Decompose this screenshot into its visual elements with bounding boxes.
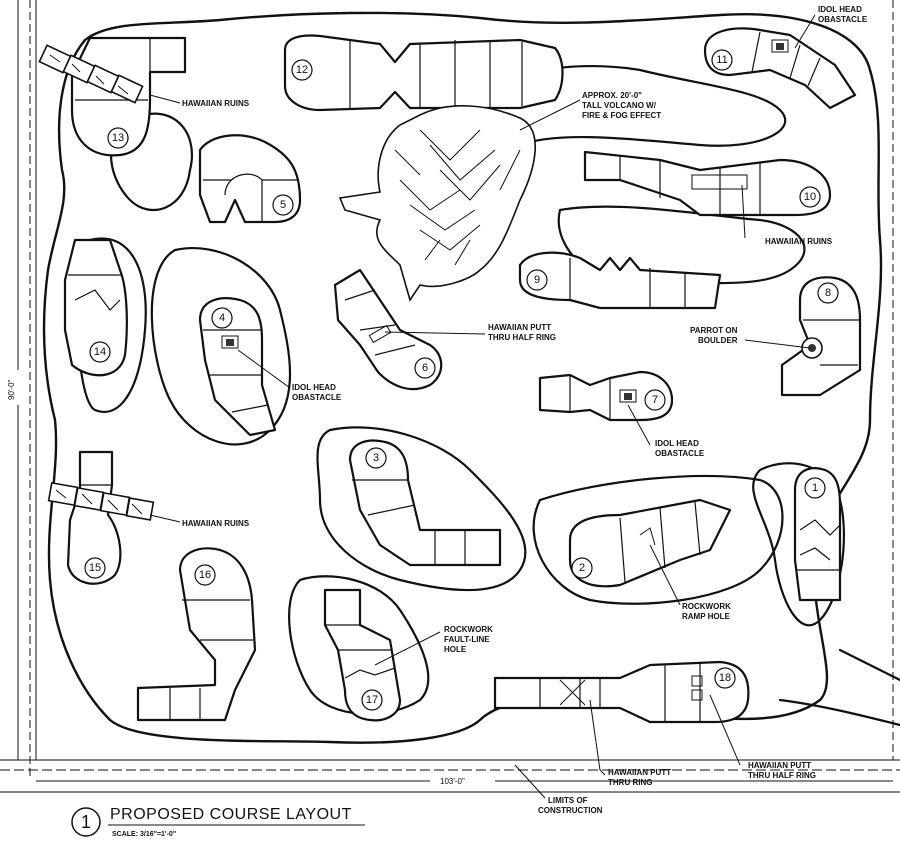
- hole-number: 6: [422, 362, 428, 374]
- svg-text:IDOL HEAD: IDOL HEAD: [655, 439, 699, 448]
- svg-text:HAWAIIAN RUINS: HAWAIIAN RUINS: [182, 519, 250, 528]
- hole-number: 11: [716, 54, 727, 66]
- hole-number: 13: [112, 132, 124, 144]
- page-title: PROPOSED COURSE LAYOUT: [110, 806, 352, 823]
- hole-number: 8: [825, 287, 831, 299]
- hole-2: 2: [568, 498, 732, 588]
- svg-text:IDOL HEAD: IDOL HEAD: [292, 383, 336, 392]
- svg-text:TALL VOLCANO W/: TALL VOLCANO W/: [582, 101, 657, 110]
- svg-text:LIMITS OF: LIMITS OF: [548, 796, 588, 805]
- ruins-15: [47, 481, 155, 521]
- ruins-13: [38, 44, 144, 104]
- hole-9: 9: [518, 251, 722, 310]
- svg-text:HAWAIIAN RUINS: HAWAIIAN RUINS: [182, 99, 250, 108]
- svg-text:OBASTACLE: OBASTACLE: [818, 15, 868, 24]
- callout-parrot: PARROT ON BOULDER: [690, 326, 738, 345]
- svg-text:CONSTRUCTION: CONSTRUCTION: [538, 806, 603, 815]
- svg-text:HAWAIIAN PUTT: HAWAIIAN PUTT: [748, 761, 811, 770]
- svg-text:90'-0": 90'-0": [7, 379, 16, 400]
- callout-rockwork-ramp: ROCKWORK RAMP HOLE: [682, 602, 731, 621]
- hole-15: 15: [66, 450, 122, 585]
- callout-ruins-10: HAWAIIAN RUINS: [765, 237, 833, 246]
- callout-volcano: APPROX. 20'-0" TALL VOLCANO W/ FIRE & FO…: [582, 91, 661, 120]
- svg-text:HAWAIIAN PUTT: HAWAIIAN PUTT: [608, 768, 671, 777]
- callout-idol-head-4: IDOL HEAD OBASTACLE: [292, 383, 342, 402]
- hole-number: 14: [94, 346, 106, 358]
- svg-text:ROCKWORK: ROCKWORK: [682, 602, 731, 611]
- callout-idol-head-top: IDOL HEAD OBASTACLE: [818, 5, 868, 24]
- callout-putt-half-ring-18: HAWAIIAN PUTT THRU HALF RING: [748, 761, 816, 780]
- hole-4: 4: [198, 297, 277, 437]
- hole-7: 7: [538, 370, 674, 422]
- hole-16: 16: [136, 547, 257, 722]
- callout-limits: LIMITS OF CONSTRUCTION: [538, 796, 603, 815]
- svg-text:ROCKWORK: ROCKWORK: [444, 625, 493, 634]
- title-number: 1: [81, 812, 91, 832]
- callout-ruins-13: HAWAIIAN RUINS: [182, 99, 250, 108]
- hole-number: 3: [373, 452, 379, 464]
- svg-text:103'-0": 103'-0": [440, 777, 465, 786]
- svg-text:HAWAIIAN RUINS: HAWAIIAN RUINS: [765, 237, 833, 246]
- hole-number: 7: [652, 394, 658, 406]
- callout-putt-ring: HAWAIIAN PUTT THRU RING: [608, 768, 671, 787]
- hole-6: 6: [333, 268, 443, 391]
- callout-rockwork-fault: ROCKWORK FAULT-LINE HOLE: [444, 625, 493, 654]
- hole-18: 18: [493, 660, 750, 724]
- hole-3: 3: [348, 439, 502, 567]
- hole-number: 18: [719, 672, 731, 684]
- svg-text:HAWAIIAN PUTT: HAWAIIAN PUTT: [488, 323, 551, 332]
- hole-number: 1: [812, 482, 818, 494]
- hole-number: 10: [804, 191, 816, 203]
- svg-text:IDOL HEAD: IDOL HEAD: [818, 5, 862, 14]
- svg-text:PARROT ON: PARROT ON: [690, 326, 738, 335]
- hole-14: 14: [63, 238, 128, 377]
- construction-limits: [0, 0, 900, 793]
- dimension-height: 90'-0": [7, 0, 19, 760]
- svg-text:FAULT-LINE: FAULT-LINE: [444, 635, 490, 644]
- svg-text:THRU HALF RING: THRU HALF RING: [748, 771, 816, 780]
- hole-number: 15: [89, 562, 101, 574]
- svg-text:APPROX. 20'-0": APPROX. 20'-0": [582, 91, 642, 100]
- svg-text:RAMP HOLE: RAMP HOLE: [682, 612, 731, 621]
- svg-text:HOLE: HOLE: [444, 645, 467, 654]
- svg-text:OBASTACLE: OBASTACLE: [292, 393, 342, 402]
- callout-putt-half-ring-6: HAWAIIAN PUTT THRU HALF RING: [488, 323, 556, 342]
- hole-1: 1: [793, 467, 842, 602]
- svg-text:BOULDER: BOULDER: [698, 336, 738, 345]
- hole-8: 8: [780, 276, 862, 397]
- volcano: [338, 105, 537, 302]
- hole-12: 12: [283, 34, 564, 112]
- hole-number: 16: [199, 569, 211, 581]
- title-block: 1 PROPOSED COURSE LAYOUT SCALE: 3/16"=1'…: [71, 806, 365, 838]
- hole-number: 12: [296, 64, 308, 76]
- hole-10: 10: [583, 150, 832, 217]
- hole-17: 17: [323, 588, 402, 722]
- scale-text: SCALE: 3/16"=1'-0": [112, 831, 176, 838]
- hole-number: 4: [219, 312, 225, 324]
- hole-11: 11: [703, 27, 857, 110]
- callout-ruins-15: HAWAIIAN RUINS: [182, 519, 250, 528]
- hole-5: 5: [198, 134, 302, 224]
- hole-number: 17: [366, 694, 378, 706]
- svg-text:OBASTACLE: OBASTACLE: [655, 449, 705, 458]
- hole-number: 5: [280, 199, 286, 211]
- dimension-width: 103'-0": [36, 777, 893, 786]
- hole-number: 2: [579, 562, 585, 574]
- hole-number: 9: [534, 274, 540, 286]
- svg-text:THRU RING: THRU RING: [608, 778, 652, 787]
- leader-lines: [149, 14, 816, 799]
- svg-text:FIRE & FOG EFFECT: FIRE & FOG EFFECT: [582, 111, 661, 120]
- callout-idol-head-7: IDOL HEAD OBASTACLE: [655, 439, 705, 458]
- svg-text:THRU HALF RING: THRU HALF RING: [488, 333, 556, 342]
